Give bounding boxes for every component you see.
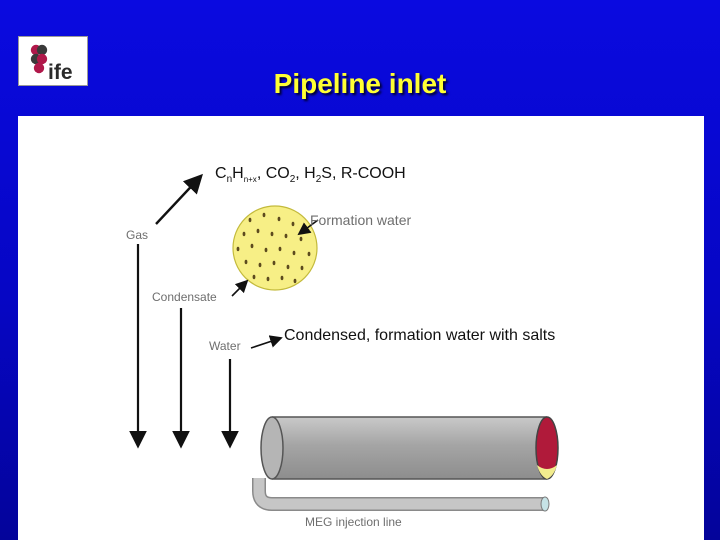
gas-to-components-arrow [155,173,203,225]
formation-water-label: Formation water [310,212,412,228]
diagram-panel: CnHn+x, CO2, H2S, R-COOH Formation water… [18,116,704,540]
ife-logo-icon: ife [30,44,73,84]
slide-title: Pipeline inlet [273,68,447,99]
formation-water-droplet [232,205,318,291]
condensed-water-label: Condensed, formation water with salts [284,327,556,344]
formation-water-pointer [297,219,319,236]
diagram-graphics [129,173,559,512]
meg-injection-pipe [252,478,550,512]
condensate-to-droplet-arrow [231,279,249,297]
components-formula: CnHn+x, CO2, H2S, R-COOH [215,165,406,185]
water-label: Water [209,339,241,353]
main-pipeline [260,416,559,480]
meg-injection-label: MEG injection line [305,515,402,529]
logo-text: ife [48,61,73,84]
water-to-condensed-arrow [250,335,283,349]
gas-label: Gas [126,228,149,242]
ife-logo: ife [18,36,88,86]
condensate-label: Condensate [152,290,217,304]
